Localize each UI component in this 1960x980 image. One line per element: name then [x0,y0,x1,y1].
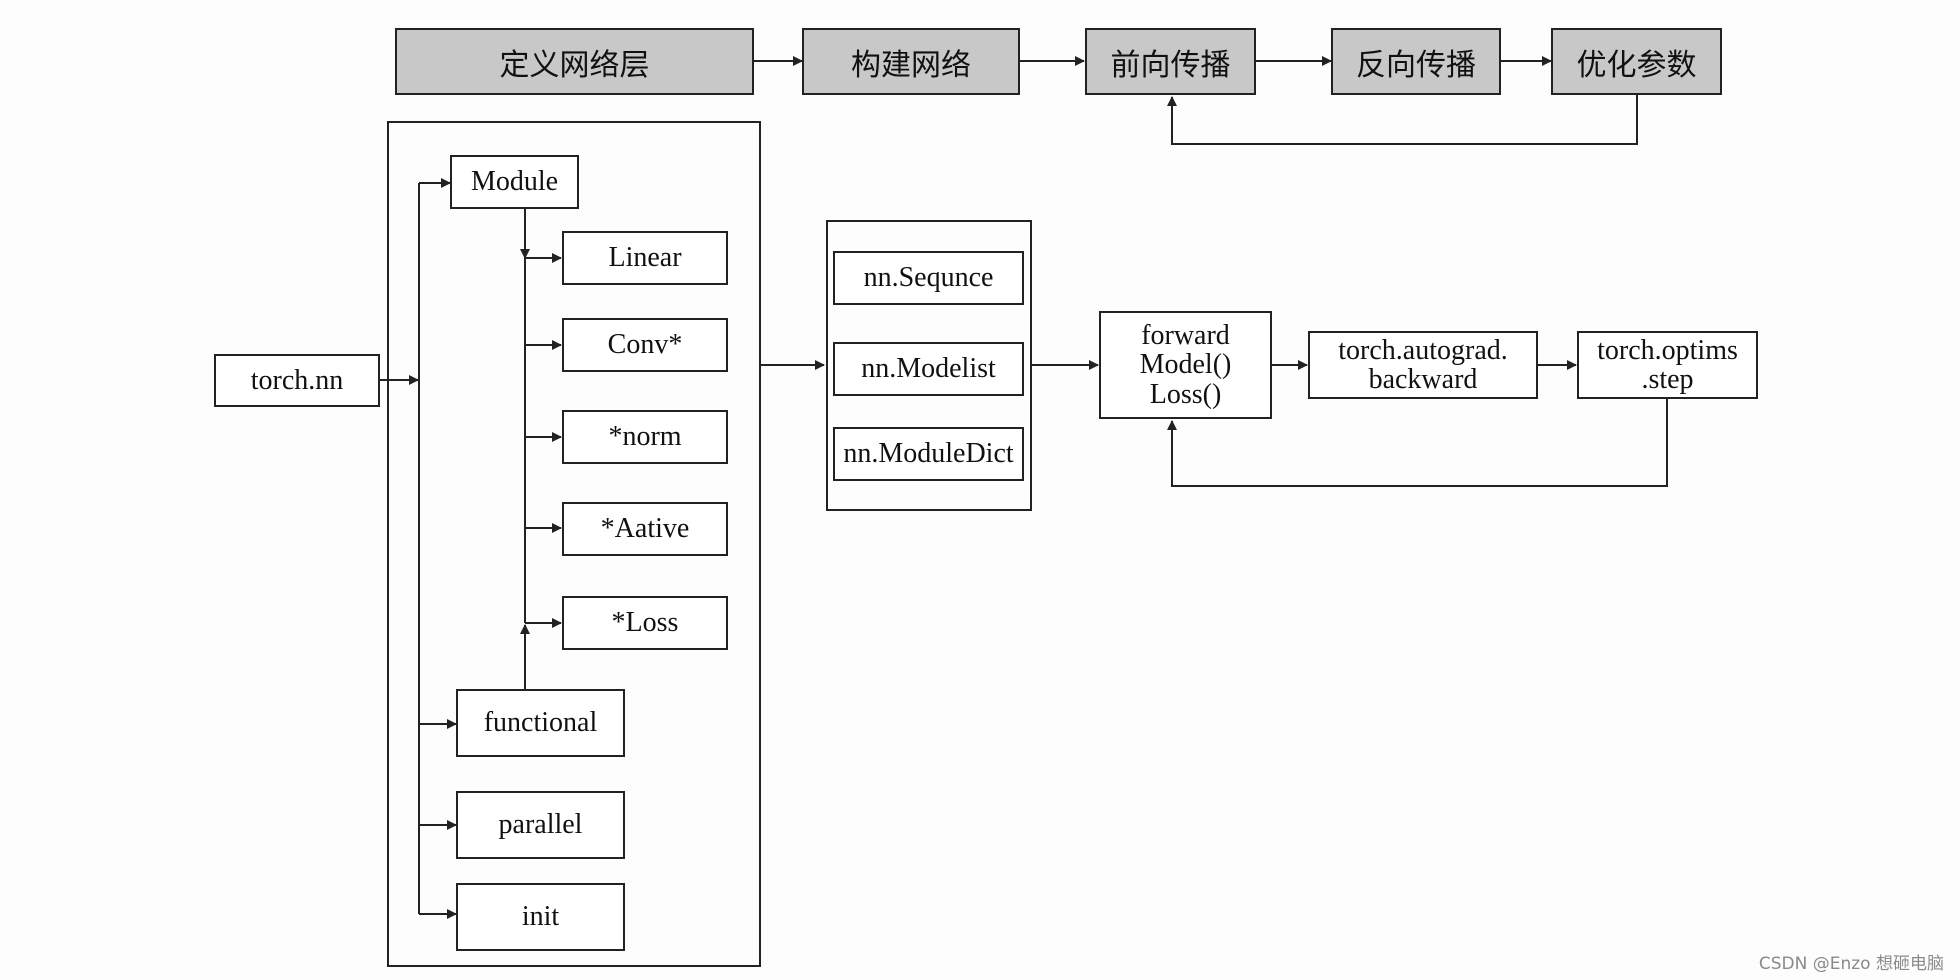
linear-label: Linear [608,242,682,273]
conv-label: Conv* [607,329,683,360]
functional-box: functional [456,689,625,757]
forward-line-1: forward [1141,319,1230,351]
containers-frame [826,220,1032,511]
forward-line-2: Model() [1139,349,1232,381]
step-forward: 前向传播 [1085,28,1256,95]
step-backward: 反向传播 [1331,28,1501,95]
moduledict-box: nn.ModuleDict [833,427,1024,481]
step-forward-label: 前向传播 [1110,47,1231,83]
forward-line-3: Loss() [1149,378,1222,410]
functional-label: functional [483,707,598,738]
arrow-training-loop [1167,398,1668,487]
sequence-box: nn.Sequnce [833,251,1024,305]
conv-box: Conv* [562,318,728,372]
loss-label: *Loss [611,607,679,638]
step-backward-label: 反向传播 [1356,47,1476,83]
autograd-line-1: torch.autograd. [1338,334,1508,366]
module-box: Module [450,155,579,209]
autograd-box: torch.autograd. backward [1308,331,1538,399]
init-box: init [456,883,625,951]
moduledict-label: nn.ModuleDict [843,438,1014,469]
sequence-label: nn.Sequnce [863,262,994,293]
init-label: init [521,901,560,932]
parallel-box: parallel [456,791,625,859]
step-optimize-label: 优化参数 [1576,47,1697,83]
autograd-line-2: backward [1368,364,1478,395]
step-build-network: 构建网络 [802,28,1020,95]
modulelist-box: nn.Modelist [833,342,1024,396]
loss-box: *Loss [562,596,728,650]
linear-box: Linear [562,231,728,285]
step-define-layers-label: 定义网络层 [499,47,650,83]
parallel-label: parallel [498,809,583,840]
watermark: CSDN @Enzo 想砸电脑 [1758,954,1944,974]
torch-nn-box: torch.nn [214,354,380,407]
norm-box: *norm [562,410,728,464]
activation-box: *Aative [562,502,728,556]
norm-label: *norm [608,421,682,452]
optim-line-1: torch.optims [1597,334,1738,366]
modulelist-label: nn.Modelist [861,353,996,384]
activation-label: *Aative [600,513,690,544]
optim-line-2: .step [1641,364,1694,395]
forward-model-loss-box: forward Model() Loss() [1099,311,1272,419]
torch-nn-label: torch.nn [250,364,344,396]
step-define-layers: 定义网络层 [395,28,754,95]
nn-container-frame [387,121,761,967]
arrow-optimize-loop [1167,94,1638,145]
step-optimize: 优化参数 [1551,28,1722,95]
module-label: Module [470,166,559,197]
optim-step-box: torch.optims .step [1577,331,1758,399]
step-build-network-label: 构建网络 [851,47,971,83]
